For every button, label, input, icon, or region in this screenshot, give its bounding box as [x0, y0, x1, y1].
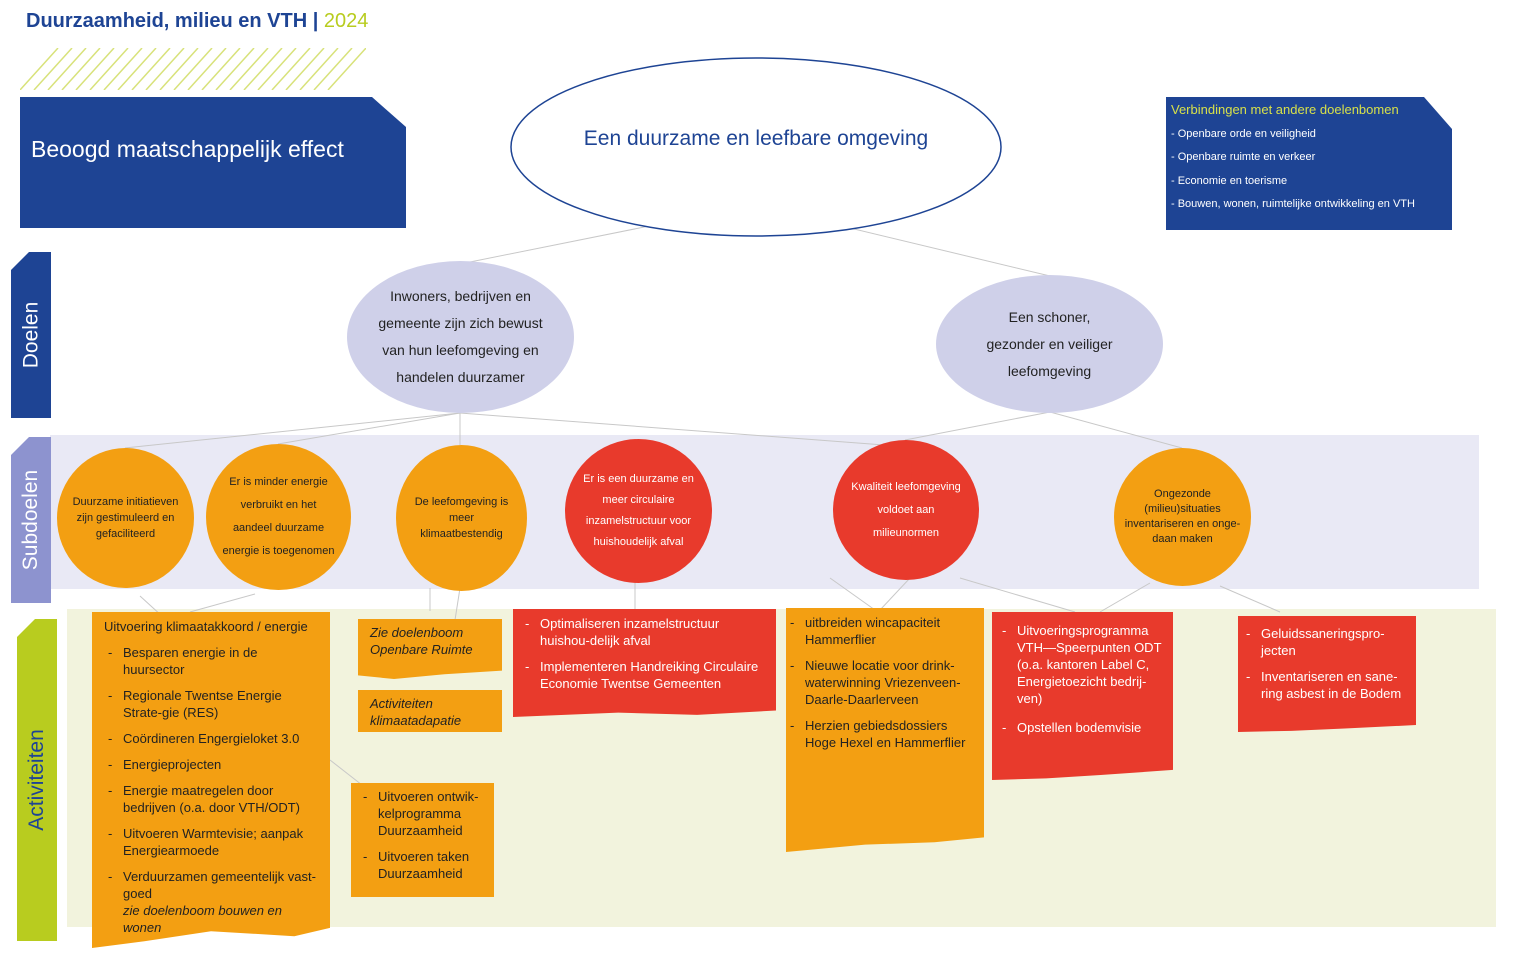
- activity-note: zie doelenboom bouwen en wonen: [123, 903, 283, 935]
- activity-item: Geluidssaneringspro-jecten: [1242, 625, 1412, 659]
- subgoal-waste: Er is een duurzame en meer circulaire in…: [565, 439, 712, 583]
- activity-item: Nieuwe locatie voor drink-waterwinning V…: [786, 657, 980, 708]
- activity-card-afval: Optimaliseren inzamelstructuur huishou-d…: [513, 609, 776, 717]
- activity-item: Opstellen bodemvisie: [998, 719, 1169, 736]
- main-goal-ellipse: [510, 57, 1002, 237]
- activity-card-water: uitbreiden wincapaciteit Hammerflier Nie…: [786, 608, 984, 852]
- activity-card-klimaat: Uitvoering klimaatakkoord / energie Besp…: [92, 612, 330, 948]
- activity-card-vth: Uitvoeringsprogramma VTH—Speerpunten ODT…: [992, 612, 1173, 780]
- level-label-doelen: Doelen: [19, 301, 42, 369]
- activity-item: Verduurzamen gemeentelijk vast-goed: [104, 868, 322, 902]
- title-year: 2024: [323, 10, 369, 32]
- level-label-activiteiten: Activiteiten: [25, 729, 49, 831]
- activity-item: Besparen energie in de huursector: [104, 644, 322, 678]
- connection-item: - Bouwen, wonen, ruimtelijke ontwikkelin…: [1171, 198, 1415, 210]
- activity-item: Regionale Twentse Energie Strate-gie (RE…: [104, 687, 322, 721]
- activity-item: Optimaliseren inzamelstructuur huishou-d…: [521, 615, 772, 649]
- connections-box: [1166, 97, 1452, 230]
- goal-cleaner-environment: Een schoner, gezonder en veiliger leefom…: [936, 275, 1163, 413]
- title-separator: |: [312, 10, 319, 32]
- connection-item: - Economie en toerisme: [1171, 175, 1288, 187]
- connection-item: - Openbare ruimte en verkeer: [1171, 151, 1316, 163]
- page-title: Duurzaamheid, milieu en VTH | 2024: [26, 10, 368, 33]
- level-label-subdoelen: Subdoelen: [19, 469, 42, 571]
- level-tab-doelen: Doelen: [11, 252, 51, 418]
- activity-item: Coördineren Engergieloket 3.0: [104, 730, 322, 747]
- subgoal-energy: Er is minder energie verbruikt en het aa…: [206, 444, 351, 590]
- subgoal-environment-quality: Kwaliteit leefomgeving voldoet aan milie…: [833, 440, 979, 580]
- activity-item: Uitvoeringsprogramma VTH—Speerpunten ODT…: [998, 622, 1169, 707]
- connections-title: Verbindingen met andere doelenbomen: [1171, 102, 1399, 117]
- activity-card-duurzaamheid: Uitvoeren ontwik-kelprogramma Duurzaamhe…: [351, 783, 494, 897]
- activity-item: uitbreiden wincapaciteit Hammerflier: [786, 614, 980, 648]
- activity-card-openbare-ruimte: Zie doelenboom Openbare Ruimte: [358, 619, 502, 679]
- subgoal-climate: De leefomgeving is meer klimaatbestendig: [396, 445, 527, 591]
- activity-item: Herzien gebiedsdossiers Hoge Hexel en Ha…: [786, 717, 980, 751]
- effect-label: Beoogd maatschappelijk effect: [31, 136, 344, 162]
- activity-heading: Uitvoering klimaatakkoord / energie: [104, 619, 308, 634]
- activity-item: Inventariseren en sane-ring asbest in de…: [1242, 668, 1412, 702]
- activity-item: Energie maatregelen door bedrijven (o.a.…: [104, 782, 322, 816]
- subgoal-initiatives: Duurzame initiatieven zijn gestimuleerd …: [57, 448, 194, 588]
- main-goal-text: Een duurzame en leefbare omgeving: [583, 127, 929, 150]
- level-tab-subdoelen: Subdoelen: [11, 437, 51, 603]
- hatch-decoration: [20, 48, 366, 90]
- title-text: Duurzaamheid, milieu en VTH: [26, 10, 308, 32]
- activity-item: Energieprojecten: [104, 756, 322, 773]
- connection-item: - Openbare orde en veiligheid: [1171, 128, 1316, 140]
- level-tab-activiteiten: Activiteiten: [17, 619, 57, 941]
- activity-item: Uitvoeren ontwik-kelprogramma Duurzaamhe…: [359, 788, 490, 839]
- activity-card-klimaatadaptatie: Activiteiten klimaatadapatie: [358, 690, 502, 732]
- goal-awareness: Inwoners, bedrijven en gemeente zijn zic…: [347, 261, 574, 413]
- activity-item: Uitvoeren taken Duurzaamheid: [359, 848, 490, 882]
- activity-item: Implementeren Handreiking Circulaire Eco…: [521, 658, 772, 692]
- subgoal-unhealthy-situations: Ongezonde (milieu)situaties inventariser…: [1114, 448, 1251, 586]
- effect-box: [20, 97, 406, 228]
- activity-item: Uitvoeren Warmtevisie; aanpak Energiearm…: [104, 825, 322, 859]
- activity-card-geluid: Geluidssaneringspro-jecten Inventarisere…: [1238, 616, 1416, 732]
